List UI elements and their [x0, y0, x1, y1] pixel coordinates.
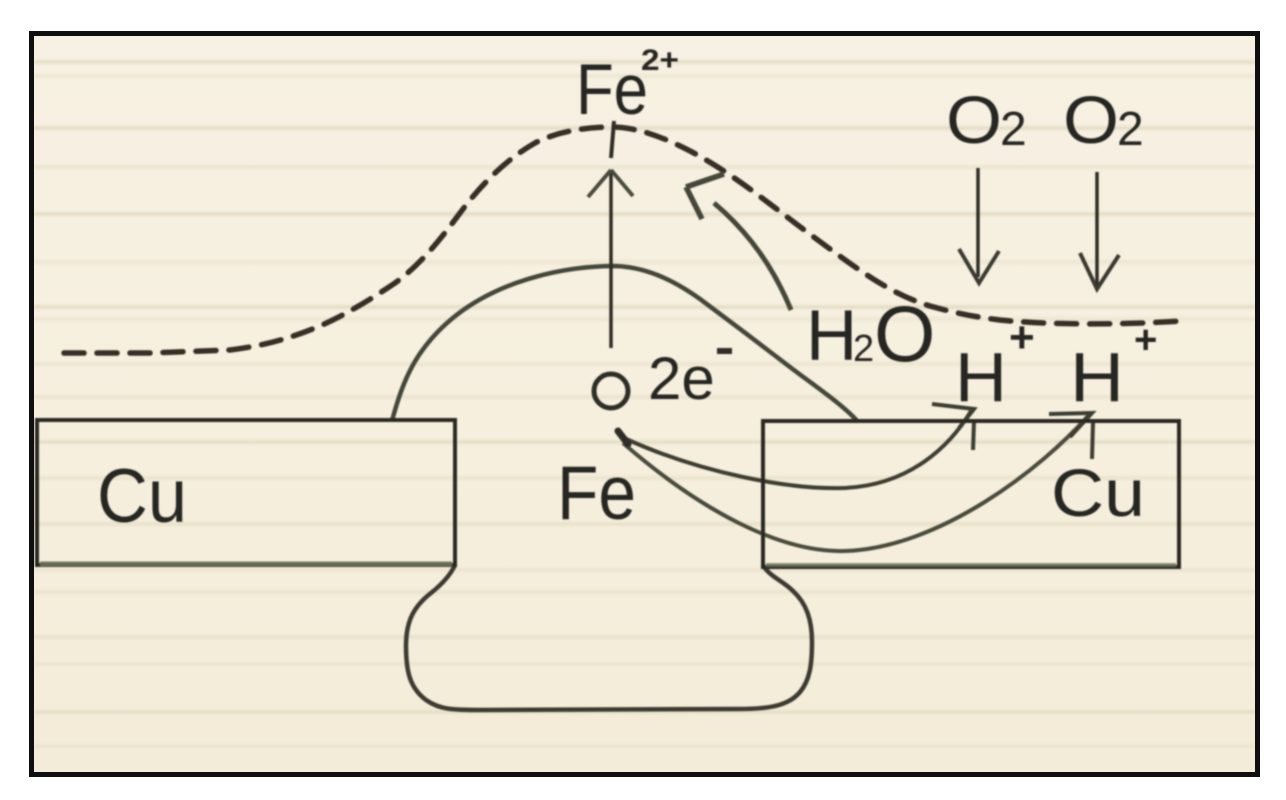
svg-text:Cu: Cu — [97, 454, 187, 539]
svg-text:H: H — [955, 338, 1007, 416]
svg-text:+: + — [1009, 313, 1035, 362]
svg-text:2: 2 — [1117, 103, 1144, 156]
svg-text:O: O — [874, 289, 935, 378]
svg-text:O: O — [946, 83, 1002, 158]
svg-text:2+: 2+ — [641, 44, 679, 77]
svg-text:Cu: Cu — [1051, 456, 1145, 531]
svg-text:2: 2 — [853, 328, 874, 370]
svg-text:2e: 2e — [648, 345, 715, 412]
svg-text:O: O — [1063, 83, 1119, 158]
svg-text:H: H — [806, 297, 857, 376]
svg-text:2: 2 — [1000, 103, 1027, 156]
svg-text:+: + — [1134, 318, 1157, 362]
svg-text:Fe: Fe — [557, 451, 636, 536]
svg-text:Fe: Fe — [576, 51, 648, 130]
svg-text:H: H — [1070, 338, 1124, 416]
